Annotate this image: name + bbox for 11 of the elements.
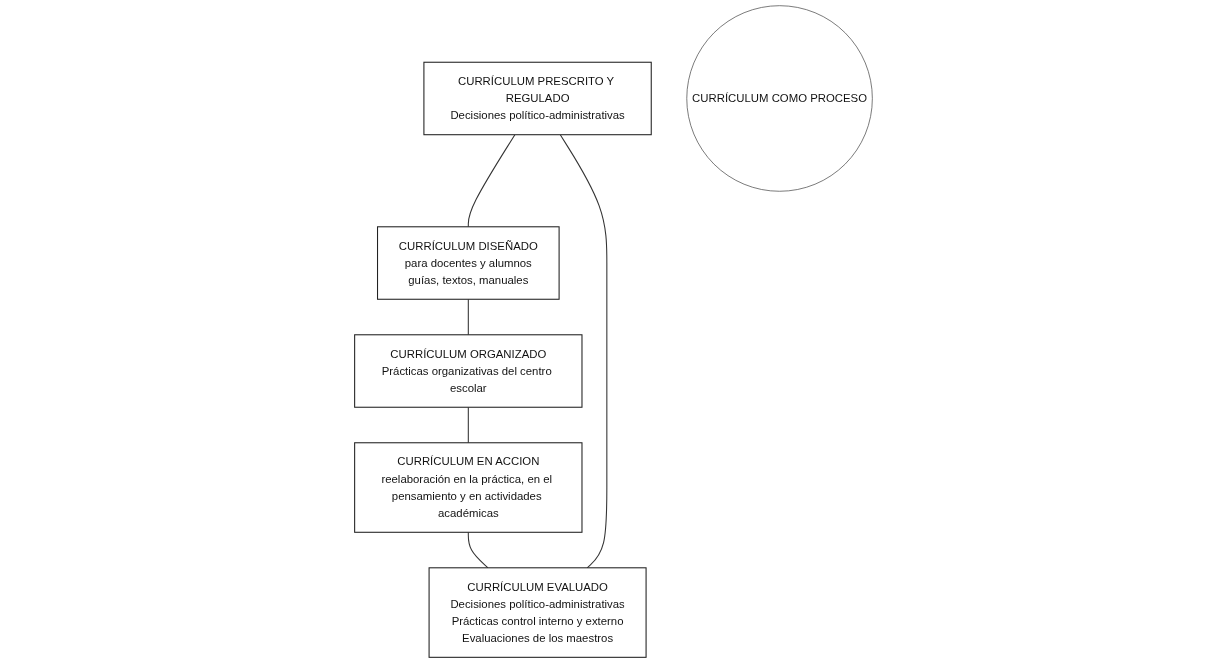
node-box: CURRÍCULUM ORGANIZADO Prácticas organizativas del centro escolar	[354, 334, 583, 408]
node-box: CURRÍCULUM EN ACCION reelaboración en la práctica, en el pensamiento y en actividades académicas	[354, 442, 583, 533]
connector	[467, 298, 469, 336]
node-box: CURRÍCULUM EVALUADO Decisiones político-administrativas Prácticas control interno y externo Evaluaciones de los maestros	[428, 567, 647, 658]
connector	[467, 531, 489, 569]
node-box: CURRÍCULUM DISEÑADO para docentes y alumnos guías, textos, manuales	[377, 226, 560, 300]
connector	[467, 134, 516, 228]
connector	[467, 406, 469, 444]
connector	[559, 134, 608, 569]
node-box: CURRÍCULUM PRESCRITO Y REGULADO Decisiones político-administrativas	[423, 61, 652, 136]
node-circle: CURRÍCULUM COMO PROCESO	[686, 5, 873, 192]
